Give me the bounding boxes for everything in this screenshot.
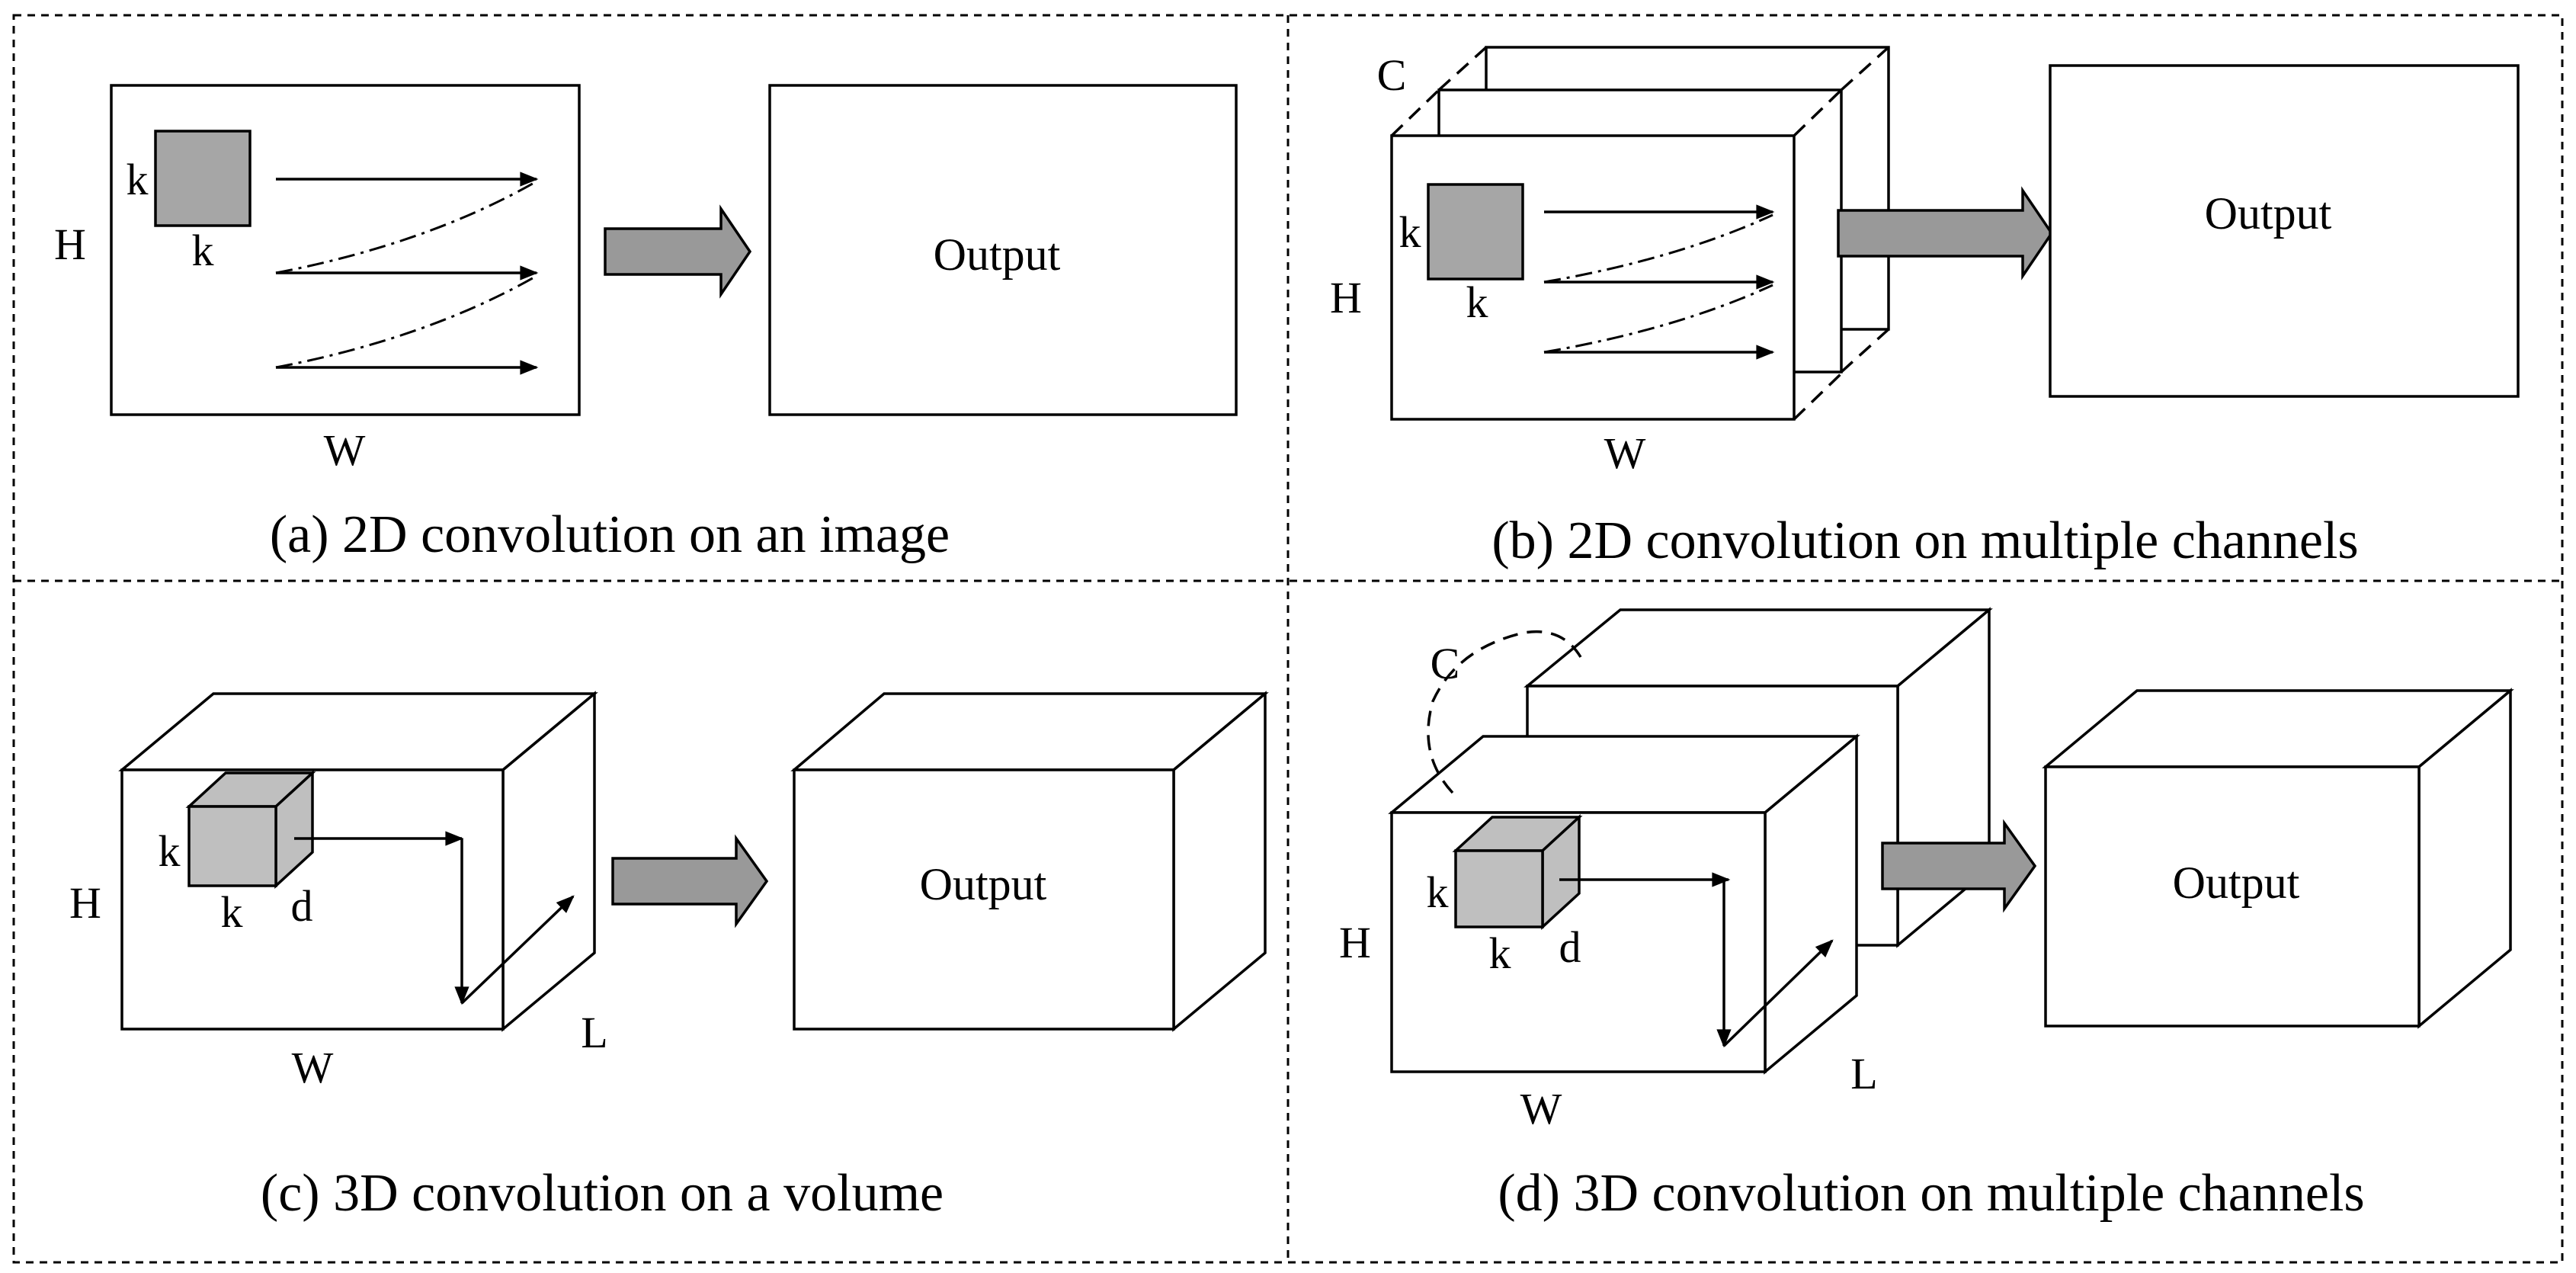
output-box xyxy=(768,84,1238,416)
output-box xyxy=(2049,64,2520,398)
label-c: C xyxy=(1431,639,1460,688)
kernel-k-horizontal: k xyxy=(221,887,243,937)
kernel-square xyxy=(154,130,252,227)
output-label: Output xyxy=(920,859,1047,909)
panel-a: k k H W Output (a) 2D convolution on an … xyxy=(54,84,1238,564)
kernel-cube xyxy=(1452,814,1583,930)
kernel-k-vertical: k xyxy=(1399,207,1421,257)
return-path-2 xyxy=(275,274,537,369)
caption: (c) 3D convolution on a volume xyxy=(261,1164,944,1223)
transition-arrow xyxy=(1881,819,2037,913)
panel-d: C k k d H W L Output (d) 3D convolution … xyxy=(1339,607,2514,1223)
label-h: H xyxy=(1330,273,1362,322)
panel-b: C k k H W Output (b) 2D convolution on m… xyxy=(1330,46,2520,570)
caption: (b) 2D convolution on multiple channels xyxy=(1491,511,2358,570)
transition-arrow xyxy=(1837,186,2054,281)
kernel-k-horizontal: k xyxy=(192,226,214,275)
kernel-k-horizontal: k xyxy=(1489,928,1511,978)
panel-c: k k d H W L Output (c) 3D convolution on… xyxy=(69,691,1269,1223)
output-label: Output xyxy=(934,229,1061,280)
transition-arrow xyxy=(604,204,752,299)
transition-arrow xyxy=(611,834,769,928)
label-w: W xyxy=(1604,428,1646,478)
output-label: Output xyxy=(2173,858,2300,908)
output-volume xyxy=(2042,688,2514,1029)
return-path-2 xyxy=(1543,284,1773,354)
kernel-k-horizontal: k xyxy=(1466,277,1488,327)
channel-bracket xyxy=(1427,630,1582,794)
label-c: C xyxy=(1377,50,1407,100)
outer-frame xyxy=(12,14,2564,1264)
return-path-1 xyxy=(1543,213,1773,284)
caption: (a) 2D convolution on an image xyxy=(270,505,950,564)
kernel-square xyxy=(1427,183,1524,281)
kernel-d: d xyxy=(291,881,313,931)
kernel-k-vertical: k xyxy=(127,155,149,204)
return-path-1 xyxy=(275,180,537,274)
label-h: H xyxy=(54,220,86,269)
channel-front xyxy=(1388,733,1860,1075)
kernel-cube xyxy=(185,770,316,889)
panel-frames xyxy=(12,14,2564,1264)
caption: (d) 3D convolution on multiple channels xyxy=(1498,1164,2364,1223)
label-w: W xyxy=(324,425,366,475)
label-h: H xyxy=(1339,918,1371,967)
label-w: W xyxy=(292,1043,334,1092)
kernel-k-vertical: k xyxy=(1427,867,1449,917)
label-l: L xyxy=(1850,1049,1877,1098)
label-l: L xyxy=(581,1008,607,1057)
output-label: Output xyxy=(2205,188,2332,239)
kernel-d: d xyxy=(1559,922,1581,972)
kernel-k-vertical: k xyxy=(159,826,181,876)
label-w: W xyxy=(1520,1084,1562,1134)
scan-arrow-l xyxy=(1722,939,1834,1047)
label-h: H xyxy=(69,878,101,928)
scan-arrow-l xyxy=(460,895,575,1005)
output-volume xyxy=(790,691,1269,1032)
